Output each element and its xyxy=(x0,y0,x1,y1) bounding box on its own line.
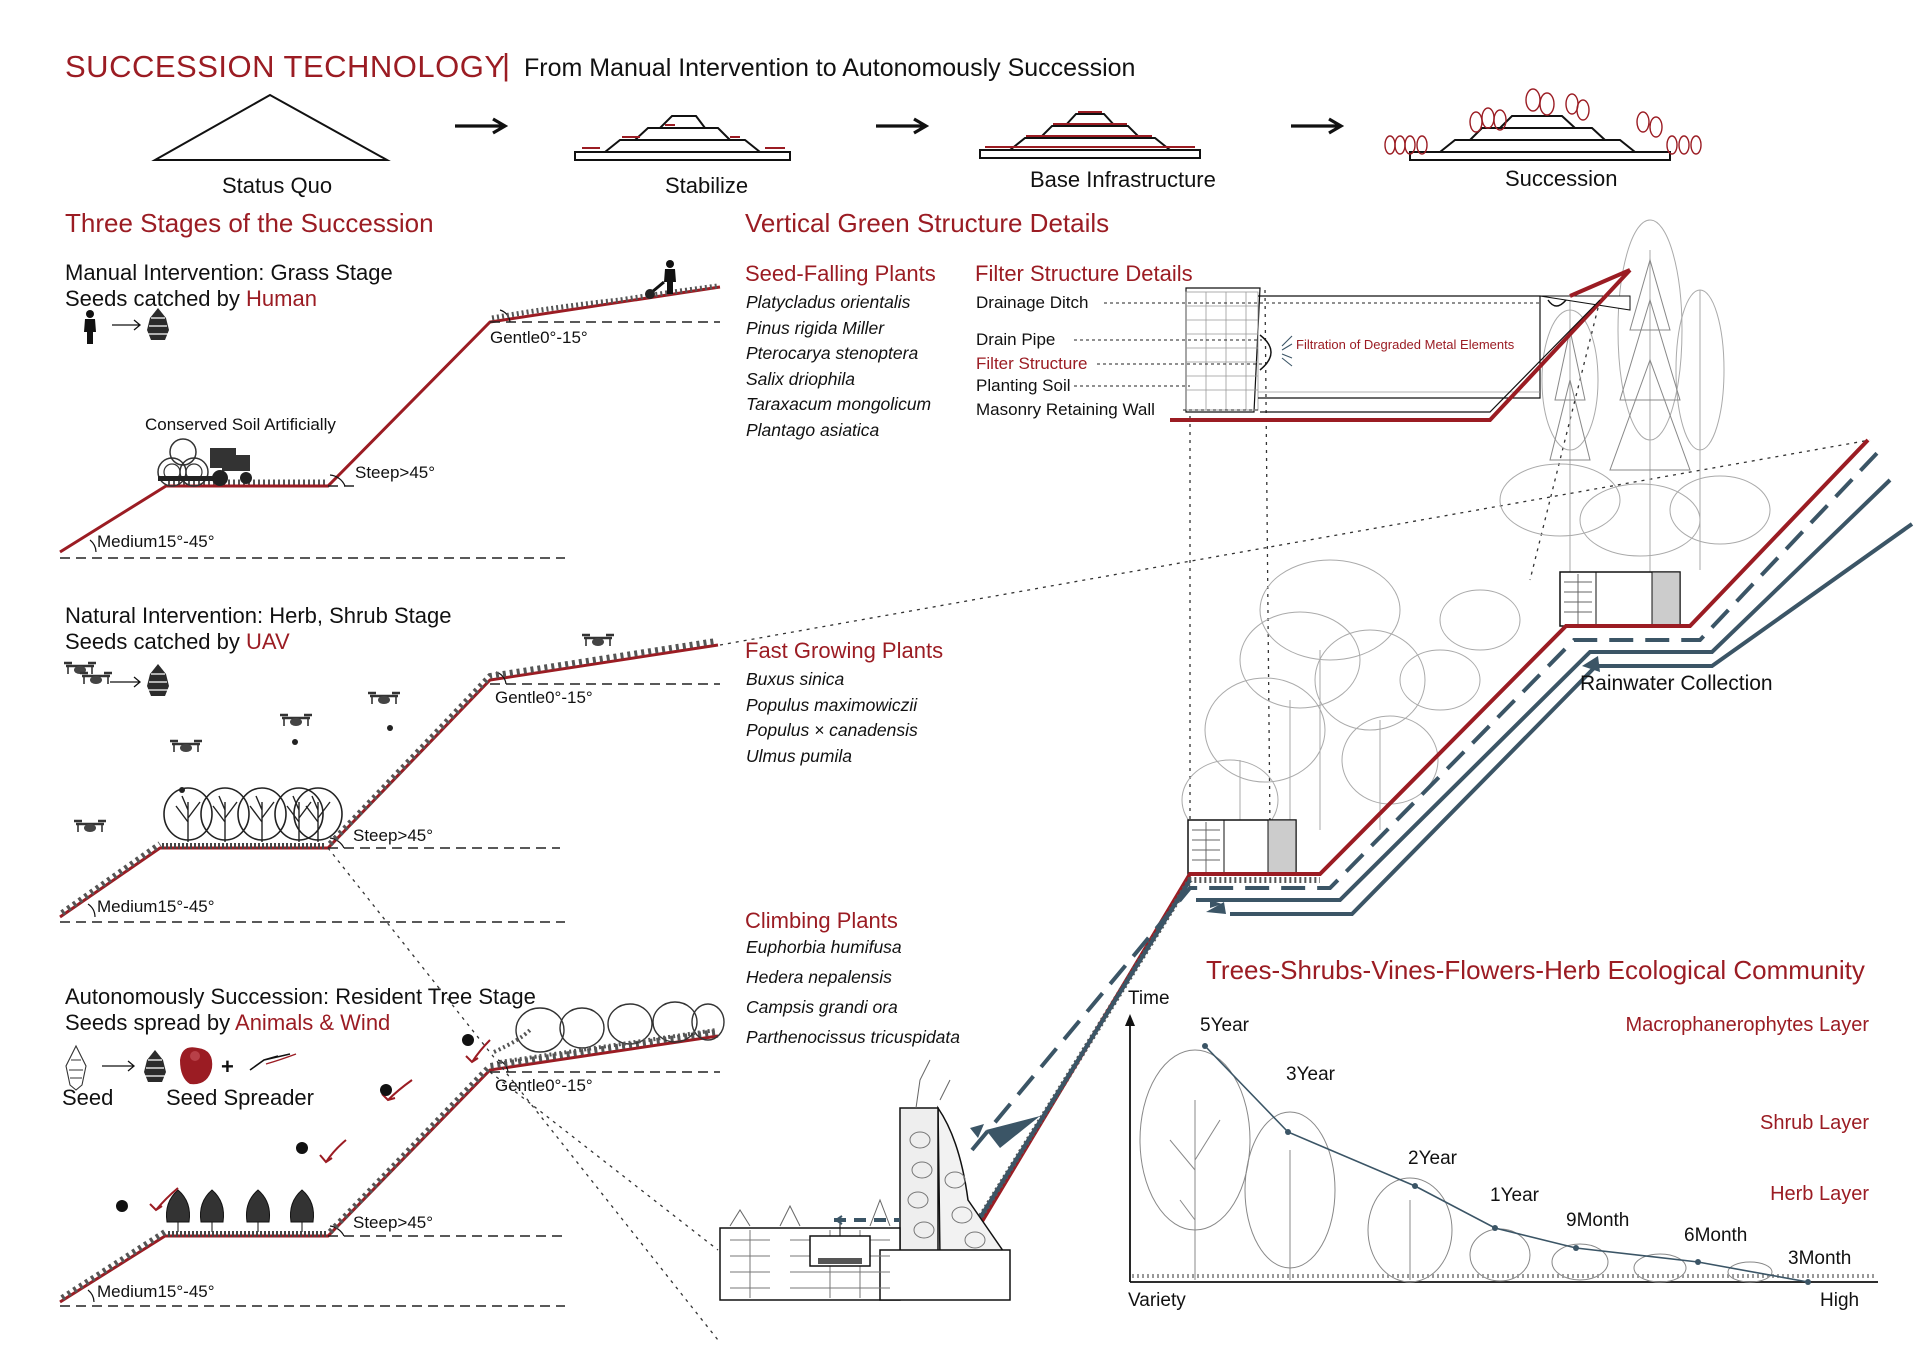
timepoint-3year: 3Year xyxy=(1286,1064,1335,1085)
seed-falling-list: Platycladus orientalis Pinus rigida Mill… xyxy=(746,290,931,443)
fast-growing-title: Fast Growing Plants xyxy=(745,638,944,663)
page-subtitle: From Manual Intervention to Autonomously… xyxy=(524,54,1136,82)
stage1-steep: Steep>45° xyxy=(355,463,436,482)
stage1-gentle: Gentle0°-15° xyxy=(490,328,588,347)
plant-item: Pterocarya stenoptera xyxy=(746,343,919,363)
layer-herb: Herb Layer xyxy=(1770,1183,1869,1205)
plant-item: Plantago asiatica xyxy=(746,419,880,440)
stage1-annotation: Conserved Soil Artificially xyxy=(145,415,336,434)
stage3-plus: + xyxy=(221,1054,234,1079)
vertical-title: Vertical Green Structure Details xyxy=(745,208,1110,238)
plant-item: Salix driophila xyxy=(746,368,855,389)
stage1-accent: Human xyxy=(246,286,317,311)
stage3-steep: Steep>45° xyxy=(353,1213,434,1232)
filter-drain-pipe: Drain Pipe xyxy=(976,330,1056,349)
plant-item: Pinus rigida Miller xyxy=(746,317,885,338)
climbing-list: Euphorbia humifusa Hedera nepalensis Cam… xyxy=(746,932,960,1052)
timepoint-2year: 2Year xyxy=(1408,1148,1457,1169)
stage3-accent: Animals & Wind xyxy=(235,1010,391,1035)
stage3-medium: Medium15°-45° xyxy=(97,1282,215,1301)
stage2-line1: Natural Intervention: Herb, Shrub Stage xyxy=(65,603,452,628)
plant-item: Populus × canadensis xyxy=(746,720,918,740)
plant-item: Campsis grandi ora xyxy=(746,997,898,1017)
process-status-quo: Status Quo xyxy=(222,173,333,198)
filter-title: Filter Structure Details xyxy=(975,261,1193,286)
plant-item: Ulmus pumila xyxy=(746,745,852,766)
stage2-steep: Steep>45° xyxy=(353,826,434,845)
page-title: SUCCESSION TECHNOLOGY xyxy=(65,49,506,84)
timepoint-1year: 1Year xyxy=(1490,1185,1539,1206)
title-separator: | xyxy=(502,47,511,82)
rainwater-label: Rainwater Collection xyxy=(1580,672,1773,695)
filter-drainage-ditch: Drainage Ditch xyxy=(976,293,1089,312)
layer-macrophanerophytes: Macrophanerophytes Layer xyxy=(1625,1014,1869,1036)
fast-growing-list: Buxus sinica Populus maximowiczii Populu… xyxy=(746,667,918,769)
process-succession: Succession xyxy=(1505,166,1618,191)
process-stabilize: Stabilize xyxy=(665,173,749,198)
stage3-line2: Seeds spread by Animals & Wind xyxy=(65,1010,391,1035)
stage3-spreader-label: Seed Spreader xyxy=(166,1085,314,1110)
stage2-medium: Medium15°-45° xyxy=(97,897,215,916)
stage2-accent: UAV xyxy=(246,629,290,654)
timepoint-5year: 5Year xyxy=(1200,1015,1249,1036)
stage3-gentle: Gentle0°-15° xyxy=(495,1076,593,1095)
plant-item: Taraxacum mongolicum xyxy=(746,394,932,414)
timepoint-9month: 9Month xyxy=(1566,1210,1630,1231)
stage1-line2: Seeds catched by Human xyxy=(65,286,317,311)
plant-item: Platycladus orientalis xyxy=(746,292,911,312)
filter-planting-soil: Planting Soil xyxy=(976,376,1071,395)
stage1-line1: Manual Intervention: Grass Stage xyxy=(65,260,393,285)
chart-y-axis-label: Time xyxy=(1128,988,1170,1009)
plant-item: Buxus sinica xyxy=(746,669,845,689)
plant-item: Euphorbia humifusa xyxy=(746,937,902,957)
process-base-infrastructure: Base Infrastructure xyxy=(1030,167,1216,192)
seed-falling-title: Seed-Falling Plants xyxy=(745,261,936,286)
layer-shrub: Shrub Layer xyxy=(1760,1112,1869,1134)
stage3-line1: Autonomously Succession: Resident Tree S… xyxy=(65,984,536,1009)
chart-x-axis-left: Variety xyxy=(1128,1290,1186,1311)
plant-item: Parthenocissus tricuspidata xyxy=(746,1027,960,1047)
timepoint-6month: 6Month xyxy=(1684,1225,1748,1246)
filter-masonry-wall: Masonry Retaining Wall xyxy=(976,400,1155,419)
chart-x-axis-right: High xyxy=(1820,1290,1860,1311)
filtration-note: Filtration of Degraded Metal Elements xyxy=(1296,337,1515,352)
stage1-medium: Medium15°-45° xyxy=(97,532,215,551)
stage2-gentle: Gentle0°-15° xyxy=(495,688,593,707)
timepoint-3month: 3Month xyxy=(1788,1248,1852,1269)
stage3-seed-label: Seed xyxy=(62,1085,114,1110)
filter-structure: Filter Structure xyxy=(976,354,1088,373)
stages-title: Three Stages of the Succession xyxy=(65,208,434,238)
climbing-title: Climbing Plants xyxy=(745,908,898,933)
plant-item: Populus maximowiczii xyxy=(746,694,918,715)
stage2-line2: Seeds catched by UAV xyxy=(65,629,290,654)
community-title: Trees-Shrubs-Vines-Flowers-Herb Ecologic… xyxy=(1206,955,1865,985)
plant-item: Hedera nepalensis xyxy=(746,967,892,987)
